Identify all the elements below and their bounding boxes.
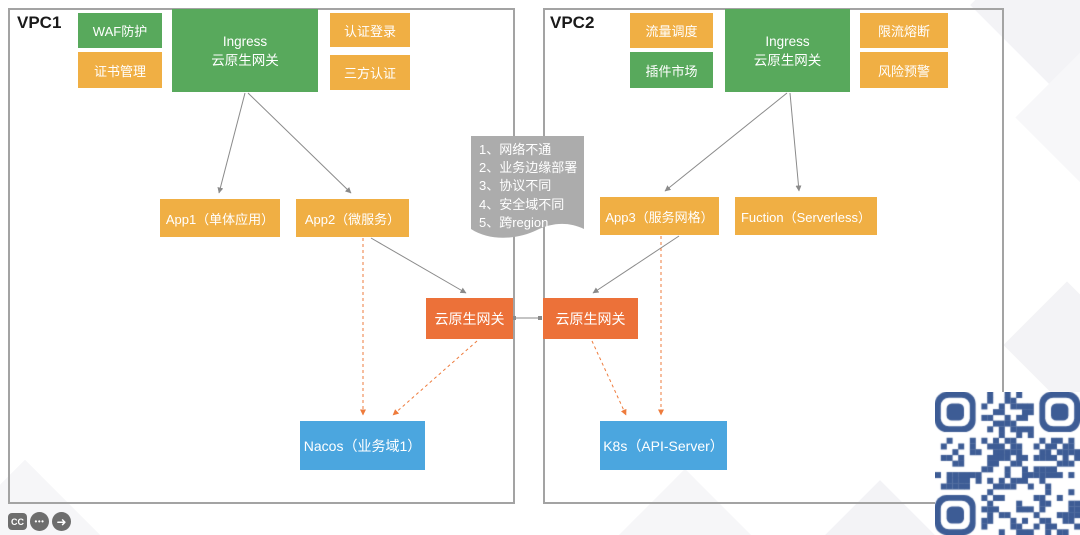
vpc1-app2-label: App2（微服务）	[304, 211, 401, 227]
vpc1-cloud-native-gateway: 云原生网关	[426, 298, 513, 339]
vpc2-gateway-label: 云原生网关	[555, 310, 626, 327]
vpc1-label: VPC1	[17, 13, 62, 32]
cc-badge-icon: CC	[8, 513, 27, 530]
vpc1-feature-waf: WAF防护	[78, 13, 162, 48]
vpc1-nacos-label: Nacos（业务域1）	[303, 437, 422, 454]
vpc2-label: VPC2	[550, 13, 595, 32]
vpc2-feature-plugin: 插件市场	[630, 52, 713, 88]
callout-line: 5、跨region	[479, 214, 549, 230]
callout-line: 2、业务边缘部署	[479, 160, 578, 176]
vpc2-fuction-label: Fuction（Serverless）	[740, 209, 872, 225]
vpc1-feature-third-auth-label: 三方认证	[343, 66, 396, 81]
vpc1-feature-third-auth: 三方认证	[330, 55, 410, 90]
background-deco-shape	[1003, 281, 1080, 409]
vpc2-feature-risk: 风险预警	[860, 52, 948, 88]
vpc1-feature-cert-label: 证书管理	[93, 63, 146, 79]
vpc1-nacos-node: Nacos（业务域1）	[300, 421, 425, 470]
vpc1-ingress-gateway: Ingress 云原生网关	[172, 9, 318, 92]
vpc2-ingress-gateway: Ingress 云原生网关	[725, 9, 850, 92]
vpc1-ingress-line2: 云原生网关	[211, 52, 279, 68]
challenges-callout: 1、网络不通 2、业务边缘部署 3、协议不同 4、安全域不同 5、跨region	[479, 141, 577, 232]
vpc2-feature-traffic: 流量调度	[630, 13, 713, 48]
vpc2-k8s-label: K8s（API-Server）	[603, 437, 724, 454]
vpc1-feature-auth-login: 认证登录	[330, 13, 410, 47]
callout-line: 4、安全域不同	[479, 196, 565, 212]
vpc2-feature-plugin-label: 插件市场	[645, 63, 698, 79]
more-dots-icon: •••	[30, 512, 49, 531]
callout-line: 1、网络不通	[479, 142, 552, 157]
vpc2-feature-traffic-label: 流量调度	[645, 24, 698, 39]
vpc2-app3-label: App3（服务网格）	[605, 209, 714, 225]
vpc1-app2-node: App2（微服务）	[296, 199, 409, 237]
vpc2-ingress-line1: Ingress	[765, 33, 810, 49]
qr-code	[935, 392, 1080, 535]
vpc1-feature-waf-label: WAF防护	[92, 24, 148, 39]
vpc1-feature-cert: 证书管理	[78, 52, 162, 88]
callout-line: 3、协议不同	[479, 178, 552, 194]
vpc2-ingress-line2: 云原生网关	[753, 52, 822, 68]
vpc1-ingress-line1: Ingress	[222, 33, 268, 49]
vpc1-gateway-label: 云原生网关	[434, 310, 505, 327]
vpc2-app3-node: App3（服务网格）	[600, 197, 719, 235]
vpc1-app1-label: App1（单体应用）	[165, 211, 275, 227]
vpc2-feature-risk-label: 风险预警	[877, 63, 930, 79]
vpc2-feature-ratelimit: 限流熔断	[860, 13, 948, 48]
vpc1-app1-node: App1（单体应用）	[160, 199, 280, 237]
vpc2-k8s-node: K8s（API-Server）	[600, 421, 727, 470]
vpc2-feature-ratelimit-label: 限流熔断	[877, 24, 930, 39]
forward-arrow-icon: ➜	[52, 512, 71, 531]
vpc2-cloud-native-gateway: 云原生网关	[543, 298, 638, 339]
vpc2-fuction-node: Fuction（Serverless）	[735, 197, 877, 235]
vpc1-feature-auth-login-label: 认证登录	[343, 23, 396, 39]
